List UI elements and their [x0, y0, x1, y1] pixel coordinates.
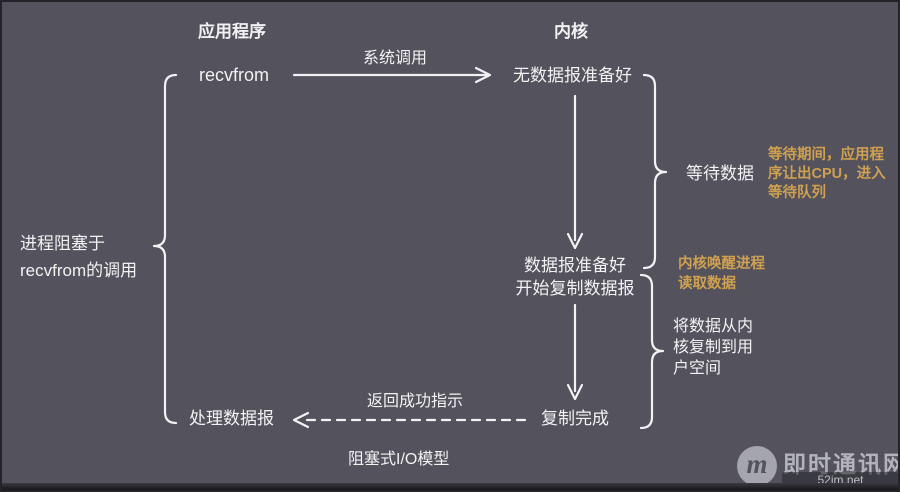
copy-note-line2: 核复制到用 [673, 339, 754, 356]
datagram-ready-line2: 开始复制数据报 [515, 279, 635, 298]
application-column-header: 应用程序 [198, 22, 266, 41]
wait-data-label: 等待数据 [686, 164, 754, 183]
copy-complete-node: 复制完成 [541, 409, 609, 428]
return-success-arrowhead-icon [292, 411, 310, 429]
left-brace-icon [152, 73, 178, 425]
system-call-label: 系统调用 [362, 50, 427, 67]
process-blocked-line1: 进程阻塞于 [20, 234, 105, 253]
system-call-arrowhead-icon [474, 66, 492, 84]
wake-note-line1: 内核唤醒进程 [678, 256, 765, 272]
wait-note-line2: 序让出CPU，进入 [768, 166, 886, 182]
process-datagram-node: 处理数据报 [189, 409, 274, 428]
copy-note-line1: 将数据从内 [673, 318, 754, 335]
diagram-caption: 阻塞式I/O模型 [348, 451, 450, 468]
wake-note-annotation: 内核唤醒进程 读取数据 [678, 254, 765, 294]
wait-note-annotation: 等待期间，应用程 序让出CPU，进入 等待队列 [768, 146, 886, 203]
kernel-wait-arrowhead-icon [566, 232, 584, 250]
datagram-ready-line1: 数据报准备好 [524, 256, 626, 275]
process-blocked-annotation: 进程阻塞于 recvfrom的调用 [20, 230, 137, 284]
wait-note-line1: 等待期间，应用程 [768, 147, 884, 163]
watermark-logo-icon: m [737, 446, 777, 486]
datagram-ready-node: 数据报准备好 开始复制数据报 [502, 254, 648, 300]
kernel-column-header: 内核 [554, 22, 588, 41]
watermark-logo-letter: m [746, 448, 768, 479]
copy-note-line3: 户空间 [673, 360, 722, 377]
wait-note-line3: 等待队列 [768, 185, 826, 201]
wait-brace-icon [642, 73, 668, 270]
no-datagram-ready-node: 无数据报准备好 [513, 66, 632, 85]
kernel-copy-arrowhead-icon [566, 383, 584, 401]
footer-strip [2, 483, 898, 490]
process-blocked-line2: recvfrom的调用 [20, 261, 138, 280]
wake-note-line2: 读取数据 [678, 276, 736, 292]
return-success-label: 返回成功指示 [366, 393, 463, 410]
copy-note-annotation: 将数据从内 核复制到用 户空间 [673, 316, 753, 379]
recvfrom-node: recvfrom [199, 65, 270, 85]
